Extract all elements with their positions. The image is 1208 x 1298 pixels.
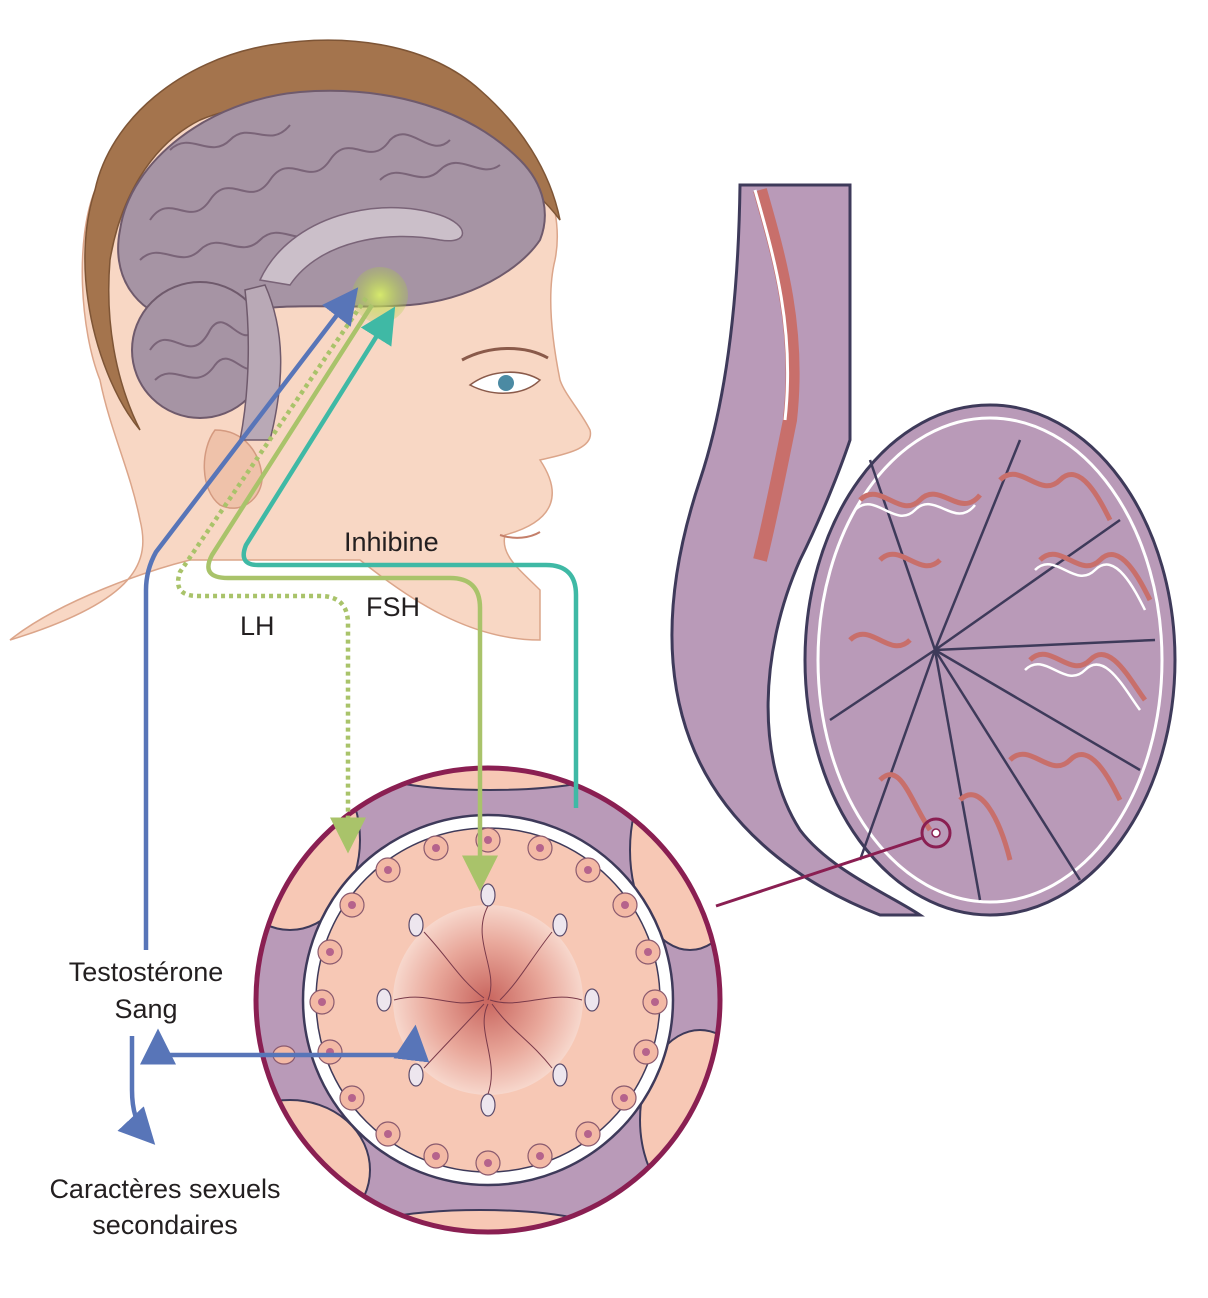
testis-illustration — [670, 183, 1177, 917]
label-testosterone: Testostérone — [68, 957, 224, 987]
label-sang: Sang — [114, 994, 178, 1024]
head-illustration — [9, 39, 592, 641]
testosterone-to-characteristics-arrow — [117, 1036, 156, 1145]
label-inhibine: Inhibine — [344, 527, 439, 557]
testosterone-to-blood-arrow — [140, 1028, 284, 1065]
germ-cell-nuclei — [318, 836, 659, 1167]
lens-border — [253, 765, 723, 1235]
label-fsh: FSH — [366, 592, 420, 622]
corpus-callosum — [258, 206, 464, 286]
brain-gyri — [139, 124, 501, 261]
spermatids — [376, 883, 600, 1117]
hypothalamus-pituitary-glow — [352, 267, 408, 323]
zoom-connector-line — [715, 836, 923, 908]
label-caracteres-line1: Caractères sexuels — [49, 1174, 281, 1204]
testis-body — [803, 403, 1177, 917]
hormone-arrows — [117, 287, 579, 1145]
sperm-tails — [393, 905, 583, 1095]
seminiferous-tubule-closeup — [253, 765, 723, 1235]
seminiferous-tubules — [848, 471, 1153, 861]
testosterone-to-tubule-arrow — [284, 1024, 430, 1063]
inhibine-arrow — [241, 306, 579, 808]
fsh-arrow — [206, 303, 498, 892]
mouth — [499, 531, 541, 539]
epididymis — [670, 183, 925, 917]
label-caracteres-line2: secondaires — [92, 1210, 238, 1240]
testosterone-to-brain-arrow — [143, 287, 359, 950]
label-lh: LH — [240, 611, 275, 641]
zoom-marker-circle-icon — [920, 817, 952, 849]
eye — [461, 347, 549, 394]
ear — [203, 429, 263, 509]
